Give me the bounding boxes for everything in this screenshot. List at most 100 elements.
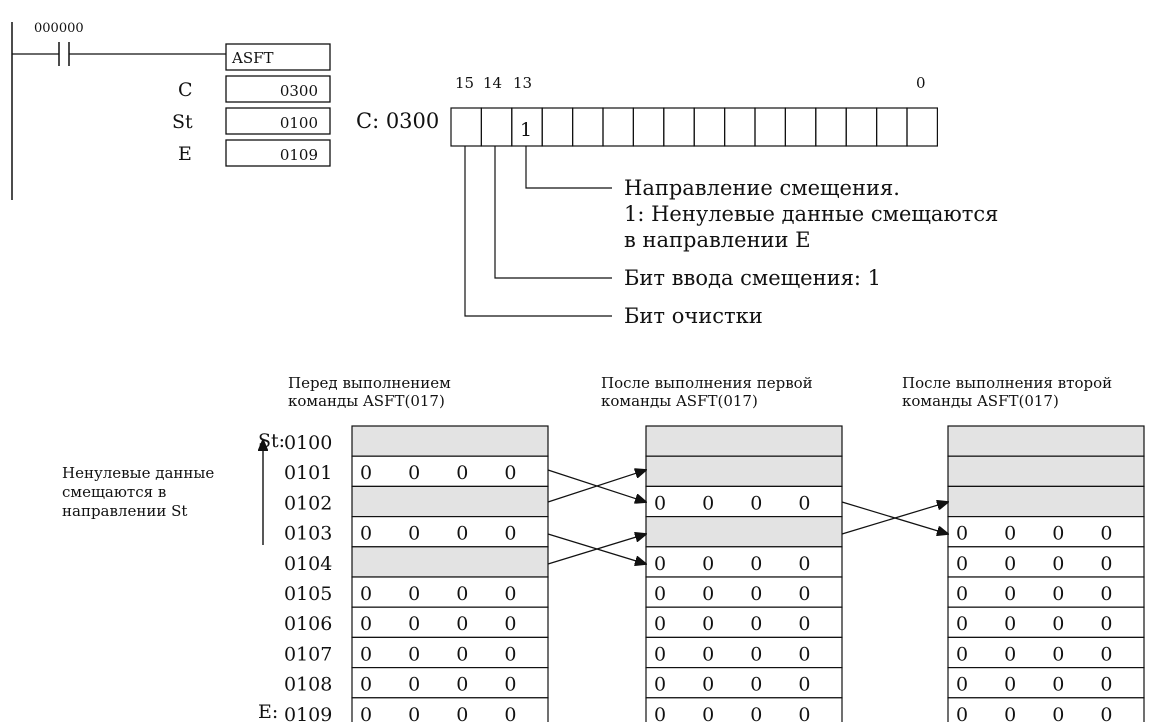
empty-cell [947, 425, 1145, 457]
bit-number-15: 15 [455, 74, 474, 92]
empty-cell [351, 546, 549, 578]
cell-values: 0 0 0 0 [654, 674, 810, 696]
caption-before-2: команды ASFT(017) [288, 392, 445, 410]
cell-values: 0 0 0 0 [654, 643, 810, 665]
empty-cell [645, 455, 843, 488]
cell-values: 0 0 0 0 [956, 674, 1112, 696]
bit-number-0: 0 [916, 74, 926, 92]
annotation-shift-input: Бит ввода смещения: 1 [624, 266, 881, 290]
address-label: 0108 [284, 674, 332, 696]
annotation-clear: Бит очистки [624, 304, 763, 328]
address-label: 0107 [284, 643, 332, 665]
caption-second-2: команды ASFT(017) [902, 392, 1059, 410]
cell-values: 0 0 0 0 [956, 613, 1112, 635]
cell-values: 0 0 0 0 [360, 704, 516, 722]
cell-values: 0 0 0 0 [654, 613, 810, 635]
control-word: C: 0300 15 14 13 0 1 Направление смещени… [356, 74, 998, 328]
annotation-direction-3: в направлении E [624, 228, 811, 252]
bit-cells [450, 107, 938, 147]
leader-direction [525, 146, 612, 189]
bit-cell [480, 107, 513, 147]
empty-cell [645, 425, 843, 457]
cell-values: 0 0 0 0 [956, 583, 1112, 605]
direction-note: Ненулевые данные смещаются в направлении… [62, 440, 263, 545]
bit-cell [541, 107, 574, 147]
data-cell [645, 606, 843, 639]
table-before: 0 0 0 0 0 0 0 0 0 0 0 0 0 0 0 0 0 0 0 0 0 0 0… [351, 425, 549, 722]
operand-e-label: E [178, 143, 192, 165]
direction-note-line2: смещаются в [62, 483, 166, 501]
address-label: 0103 [284, 523, 332, 545]
address-label: 0104 [284, 553, 332, 575]
empty-cell [351, 425, 549, 457]
arrow-0103-to-0102 [841, 502, 948, 535]
instruction-name: ASFT [231, 49, 274, 67]
st-marker: St: [258, 430, 285, 452]
empty-cell [645, 515, 843, 548]
leader-clear [464, 146, 612, 317]
cell-values: 0 0 0 0 [956, 523, 1112, 545]
data-cell [947, 697, 1145, 722]
operand-c-value: 0300 [280, 82, 318, 100]
data-cell [645, 697, 843, 722]
operand-st-label: St [172, 111, 193, 133]
ladder-rung: 000000 ASFT C St E 0300 0100 0109 [11, 21, 331, 200]
empty-cell [351, 485, 549, 518]
data-cell [947, 606, 1145, 639]
bit-cell [815, 107, 847, 147]
bit-cell [602, 107, 634, 147]
data-cell [351, 666, 549, 699]
bit-number-13: 13 [513, 74, 532, 92]
direction-note-line3: направлении St [62, 502, 187, 520]
bit-number-14: 14 [483, 74, 502, 92]
cell-values: 0 0 0 0 [654, 583, 810, 605]
cell-values: 0 0 0 0 [360, 613, 516, 635]
address-label: 0102 [284, 492, 332, 514]
operand-e-value: 0109 [280, 146, 318, 164]
shift-arrows [547, 470, 948, 565]
bit-cell [906, 107, 938, 147]
data-cell [947, 636, 1145, 669]
data-cell [947, 576, 1145, 608]
arrow-0102-to-0101 [547, 470, 646, 503]
data-cell [947, 546, 1145, 578]
direction-note-line1: Ненулевые данные [62, 464, 214, 482]
address-label: 0109 [284, 704, 332, 722]
table-after-first: 0 0 0 0 0 0 0 0 0 0 0 0 0 0 0 0 0 0 0 0 0 0 0… [645, 425, 843, 722]
cell-values: 0 0 0 0 [360, 643, 516, 665]
bit-cell [754, 107, 786, 147]
arrow-0104-to-0103 [547, 534, 646, 565]
caption-second-1: После выполнения второй [902, 374, 1112, 392]
data-cell [947, 515, 1145, 548]
address-label: 0105 [284, 583, 332, 605]
bit-cell [875, 107, 908, 147]
bit-cell [571, 107, 604, 147]
cell-values: 0 0 0 0 [956, 643, 1112, 665]
cell-values: 0 0 0 0 [360, 462, 516, 484]
bit-cell [450, 107, 482, 147]
data-cell [351, 606, 549, 639]
data-cell [645, 666, 843, 699]
control-word-label: C: 0300 [356, 109, 439, 133]
annotation-direction-1: Направление смещения. [624, 176, 900, 200]
contact-address: 000000 [34, 21, 84, 36]
table-after-second: 0 0 0 0 0 0 0 0 0 0 0 0 0 0 0 0 0 0 0 0 0 0 0… [947, 425, 1145, 722]
data-cell [947, 666, 1145, 699]
operand-c-label: C [178, 79, 193, 101]
cell-values: 0 0 0 0 [360, 674, 516, 696]
empty-cell [947, 455, 1145, 488]
operand-st-value: 0100 [280, 114, 318, 132]
bit-cell [784, 107, 817, 147]
caption-first-2: команды ASFT(017) [601, 392, 758, 410]
bit-cell [723, 107, 756, 147]
address-label: 0100 [284, 432, 332, 454]
cell-values: 0 0 0 0 [654, 704, 810, 722]
bit-cell [632, 107, 665, 147]
cell-values: 0 0 0 0 [654, 492, 810, 514]
cell-values: 0 0 0 0 [360, 523, 516, 545]
data-cell [351, 515, 549, 548]
e-marker: E: [258, 701, 278, 722]
cell-values: 0 0 0 0 [956, 704, 1112, 722]
